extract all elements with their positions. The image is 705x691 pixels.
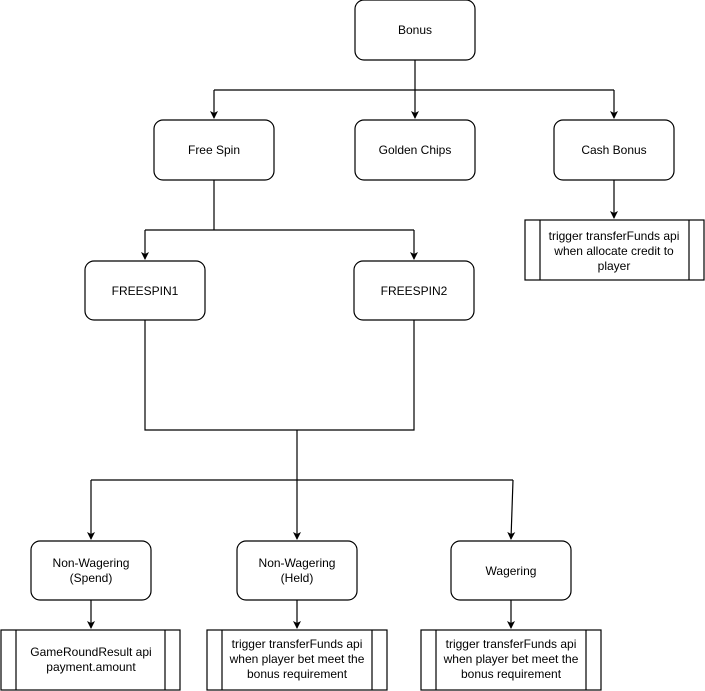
node-cash-bonus-label-line-1: Cash Bonus	[581, 143, 646, 157]
process-cash-bonus-label-line-1: trigger transferFunds api	[549, 229, 680, 243]
node-freespin2-label: FREESPIN2	[381, 284, 448, 298]
node-non-wagering-spend-label: Non-Wagering(Spend)	[53, 556, 130, 585]
node-freespin1[interactable]: FREESPIN1	[84, 260, 206, 321]
node-golden-chips-label: Golden Chips	[379, 143, 452, 157]
node-cash-bonus[interactable]: Cash Bonus	[553, 119, 675, 181]
connector-to-wagering	[507, 479, 516, 540]
node-non-wagering-held[interactable]: Non-Wagering(Held)	[236, 540, 358, 601]
process-wagering-label-line-1: trigger transferFunds api	[446, 637, 577, 651]
process-wagering-label-line-3: bonus requirement	[461, 667, 562, 681]
node-wagering-label: Wagering	[486, 564, 537, 578]
node-golden-chips-label-line-1: Golden Chips	[379, 143, 452, 157]
node-bonus-label: Bonus	[398, 23, 432, 37]
node-bonus[interactable]: Bonus	[354, 0, 476, 61]
node-non-wagering-spend[interactable]: Non-Wagering(Spend)	[30, 540, 152, 601]
node-free-spin[interactable]: Free Spin	[153, 119, 275, 181]
process-wagering-label-line-2: when player bet meet the	[443, 652, 579, 666]
node-freespin1-label-line-1: FREESPIN1	[112, 284, 179, 298]
node-free-spin-label-line-1: Free Spin	[188, 143, 240, 157]
process-held-label-line-2: when player bet meet the	[229, 652, 365, 666]
node-non-wagering-spend-label-line-1: Non-Wagering	[53, 556, 130, 570]
node-wagering-label-line-1: Wagering	[486, 564, 537, 578]
process-cash-bonus-label-line-3: player	[598, 259, 631, 273]
node-non-wagering-spend-label-line-2: (Spend)	[70, 571, 113, 585]
node-freespin2-label-line-1: FREESPIN2	[381, 284, 448, 298]
process-spend-label-line-2: payment.amount	[46, 660, 136, 674]
node-wagering[interactable]: Wagering	[450, 540, 572, 601]
process-spend-label-line-1: GameRoundResult api	[30, 645, 151, 659]
connector-freespin-merge	[144, 320, 415, 431]
node-freespin2[interactable]: FREESPIN2	[353, 260, 475, 321]
node-freespin1-label: FREESPIN1	[112, 284, 179, 298]
node-free-spin-label: Free Spin	[188, 143, 240, 157]
node-non-wagering-held-label-line-1: Non-Wagering	[259, 556, 336, 570]
process-held-label-line-1: trigger transferFunds api	[232, 637, 363, 651]
node-cash-bonus-label: Cash Bonus	[581, 143, 646, 157]
process-held-label-line-3: bonus requirement	[247, 667, 348, 681]
node-bonus-label-line-1: Bonus	[398, 23, 432, 37]
node-non-wagering-held-label-line-2: (Held)	[281, 571, 314, 585]
process-cash-bonus-label-line-2: when allocate credit to	[553, 244, 674, 258]
node-golden-chips[interactable]: Golden Chips	[354, 119, 476, 181]
node-non-wagering-held-label: Non-Wagering(Held)	[259, 556, 336, 585]
